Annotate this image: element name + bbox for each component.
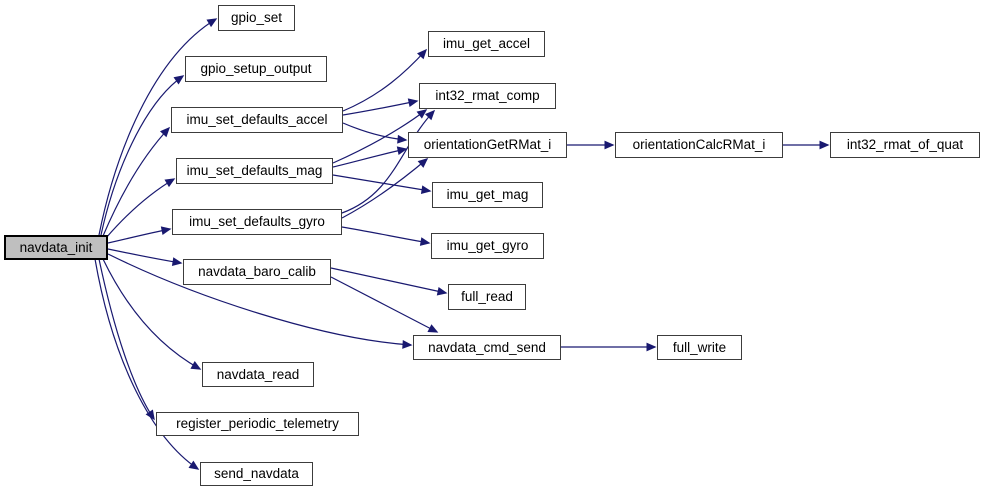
node-send_navdata[interactable]: send_navdata <box>200 462 313 486</box>
edge-imu_set_defaults_accel-to-orientationGetRMat_i <box>342 122 408 144</box>
edge-group <box>94 18 830 470</box>
edge-navdata_init-to-gpio_set <box>98 18 218 236</box>
edge-navdata_init-to-imu_set_defaults_accel <box>102 126 171 237</box>
node-imu_get_mag[interactable]: imu_get_mag <box>432 182 543 208</box>
edge-navdata_init-to-imu_set_defaults_gyro <box>107 226 172 244</box>
edge-imu_set_defaults_mag-to-orientationGetRMat_i <box>332 146 408 168</box>
edge-imu_set_defaults_gyro-to-imu_get_gyro <box>341 226 431 246</box>
node-full_write[interactable]: full_write <box>657 335 742 360</box>
edge-navdata_baro_calib-to-full_read <box>330 267 448 296</box>
node-navdata_cmd_send[interactable]: navdata_cmd_send <box>413 335 561 360</box>
edge-imu_set_defaults_mag-to-imu_get_mag <box>332 174 432 195</box>
edge-imu_set_defaults_gyro-to-orientationGetRMat_i <box>341 158 429 219</box>
node-register_periodic_telemetry[interactable]: register_periodic_telemetry <box>156 412 359 436</box>
node-gpio_set[interactable]: gpio_set <box>218 5 295 31</box>
node-orientationGetRMat_i[interactable]: orientationGetRMat_i <box>408 132 567 158</box>
edge-navdata_init-to-navdata_baro_calib <box>107 248 183 267</box>
edge-imu_set_defaults_mag-to-int32_rmat_comp <box>332 109 428 164</box>
edge-navdata_init-to-imu_set_defaults_mag <box>105 178 176 239</box>
node-imu_get_accel[interactable]: imu_get_accel <box>428 31 545 57</box>
node-imu_set_defaults_gyro[interactable]: imu_set_defaults_gyro <box>172 209 342 235</box>
node-navdata_read[interactable]: navdata_read <box>202 362 314 387</box>
edge-imu_set_defaults_gyro-to-int32_rmat_comp <box>341 109 436 214</box>
node-full_read[interactable]: full_read <box>448 284 526 310</box>
edge-navdata_init-to-send_navdata <box>94 258 200 470</box>
node-gpio_setup_output[interactable]: gpio_setup_output <box>185 56 327 82</box>
edge-imu_set_defaults_accel-to-int32_rmat_comp <box>342 98 419 116</box>
edge-navdata_baro_calib-to-navdata_cmd_send <box>330 276 439 333</box>
edge-navdata_init-to-gpio_setup_output <box>100 75 185 236</box>
node-navdata_init: navdata_init <box>4 235 108 260</box>
edge-imu_set_defaults_accel-to-imu_get_accel <box>342 48 428 112</box>
edge-navdata_init-to-navdata_read <box>102 258 202 370</box>
edge-navdata_init-to-register_periodic_telemetry <box>98 258 155 421</box>
edge-navdata_init-to-navdata_cmd_send <box>107 253 413 349</box>
node-imu_set_defaults_mag[interactable]: imu_set_defaults_mag <box>176 158 333 184</box>
node-int32_rmat_of_quat[interactable]: int32_rmat_of_quat <box>830 132 980 158</box>
node-imu_get_gyro[interactable]: imu_get_gyro <box>431 233 544 259</box>
node-orientationCalcRMat_i[interactable]: orientationCalcRMat_i <box>615 132 783 158</box>
node-navdata_baro_calib[interactable]: navdata_baro_calib <box>183 259 331 285</box>
node-imu_set_defaults_accel[interactable]: imu_set_defaults_accel <box>171 107 343 133</box>
node-int32_rmat_comp[interactable]: int32_rmat_comp <box>419 83 556 109</box>
